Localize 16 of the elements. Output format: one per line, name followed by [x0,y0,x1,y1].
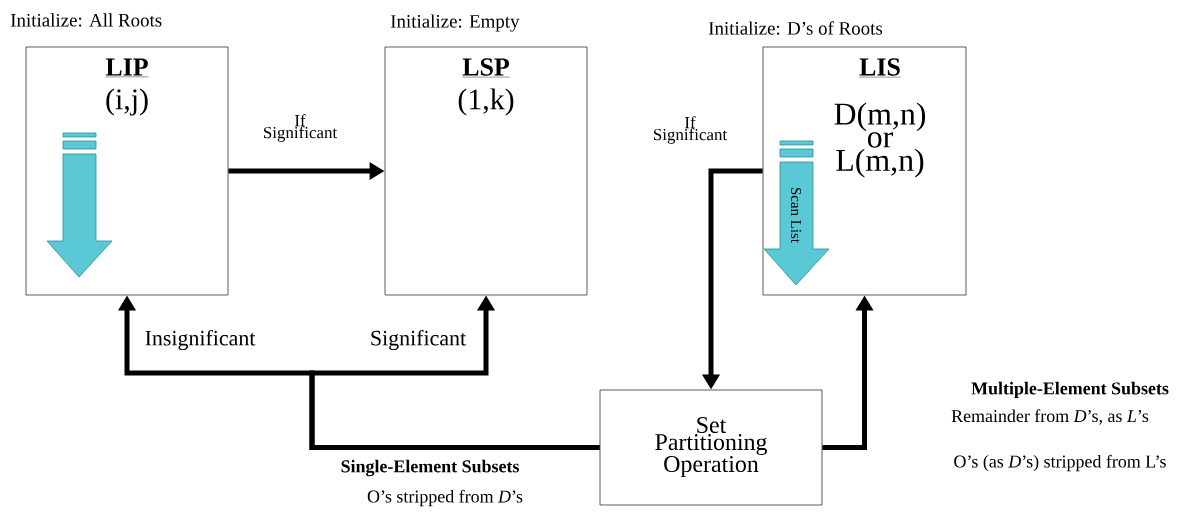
list-box: LSP (1,k) [384,46,588,296]
heading-text: Initialize: D’s of Roots [708,21,883,35]
edge-label: If Significant [259,113,341,143]
note-text: Remainder from D’s, as L’s [951,409,1149,425]
arrow-label: Scan List [791,188,801,243]
edge-label: Insignificant [143,328,257,352]
heading-text: Initialize: All Roots [10,13,162,27]
note-text: O’s stripped from D’s [367,489,523,507]
subset-heading: Single-Element Subsets [341,459,519,477]
edge-label: If Significant [649,115,731,145]
list-box: LIP (i,j) [25,46,229,296]
edge-label: Significant [368,328,468,352]
note-text: O’s (as D’s) stripped from L’s [954,454,1166,472]
process-box: Set Partitioning Operation [599,389,823,506]
subset-heading: Multiple-Element Subsets [971,381,1169,399]
heading-text: Initialize: Empty [390,14,520,32]
